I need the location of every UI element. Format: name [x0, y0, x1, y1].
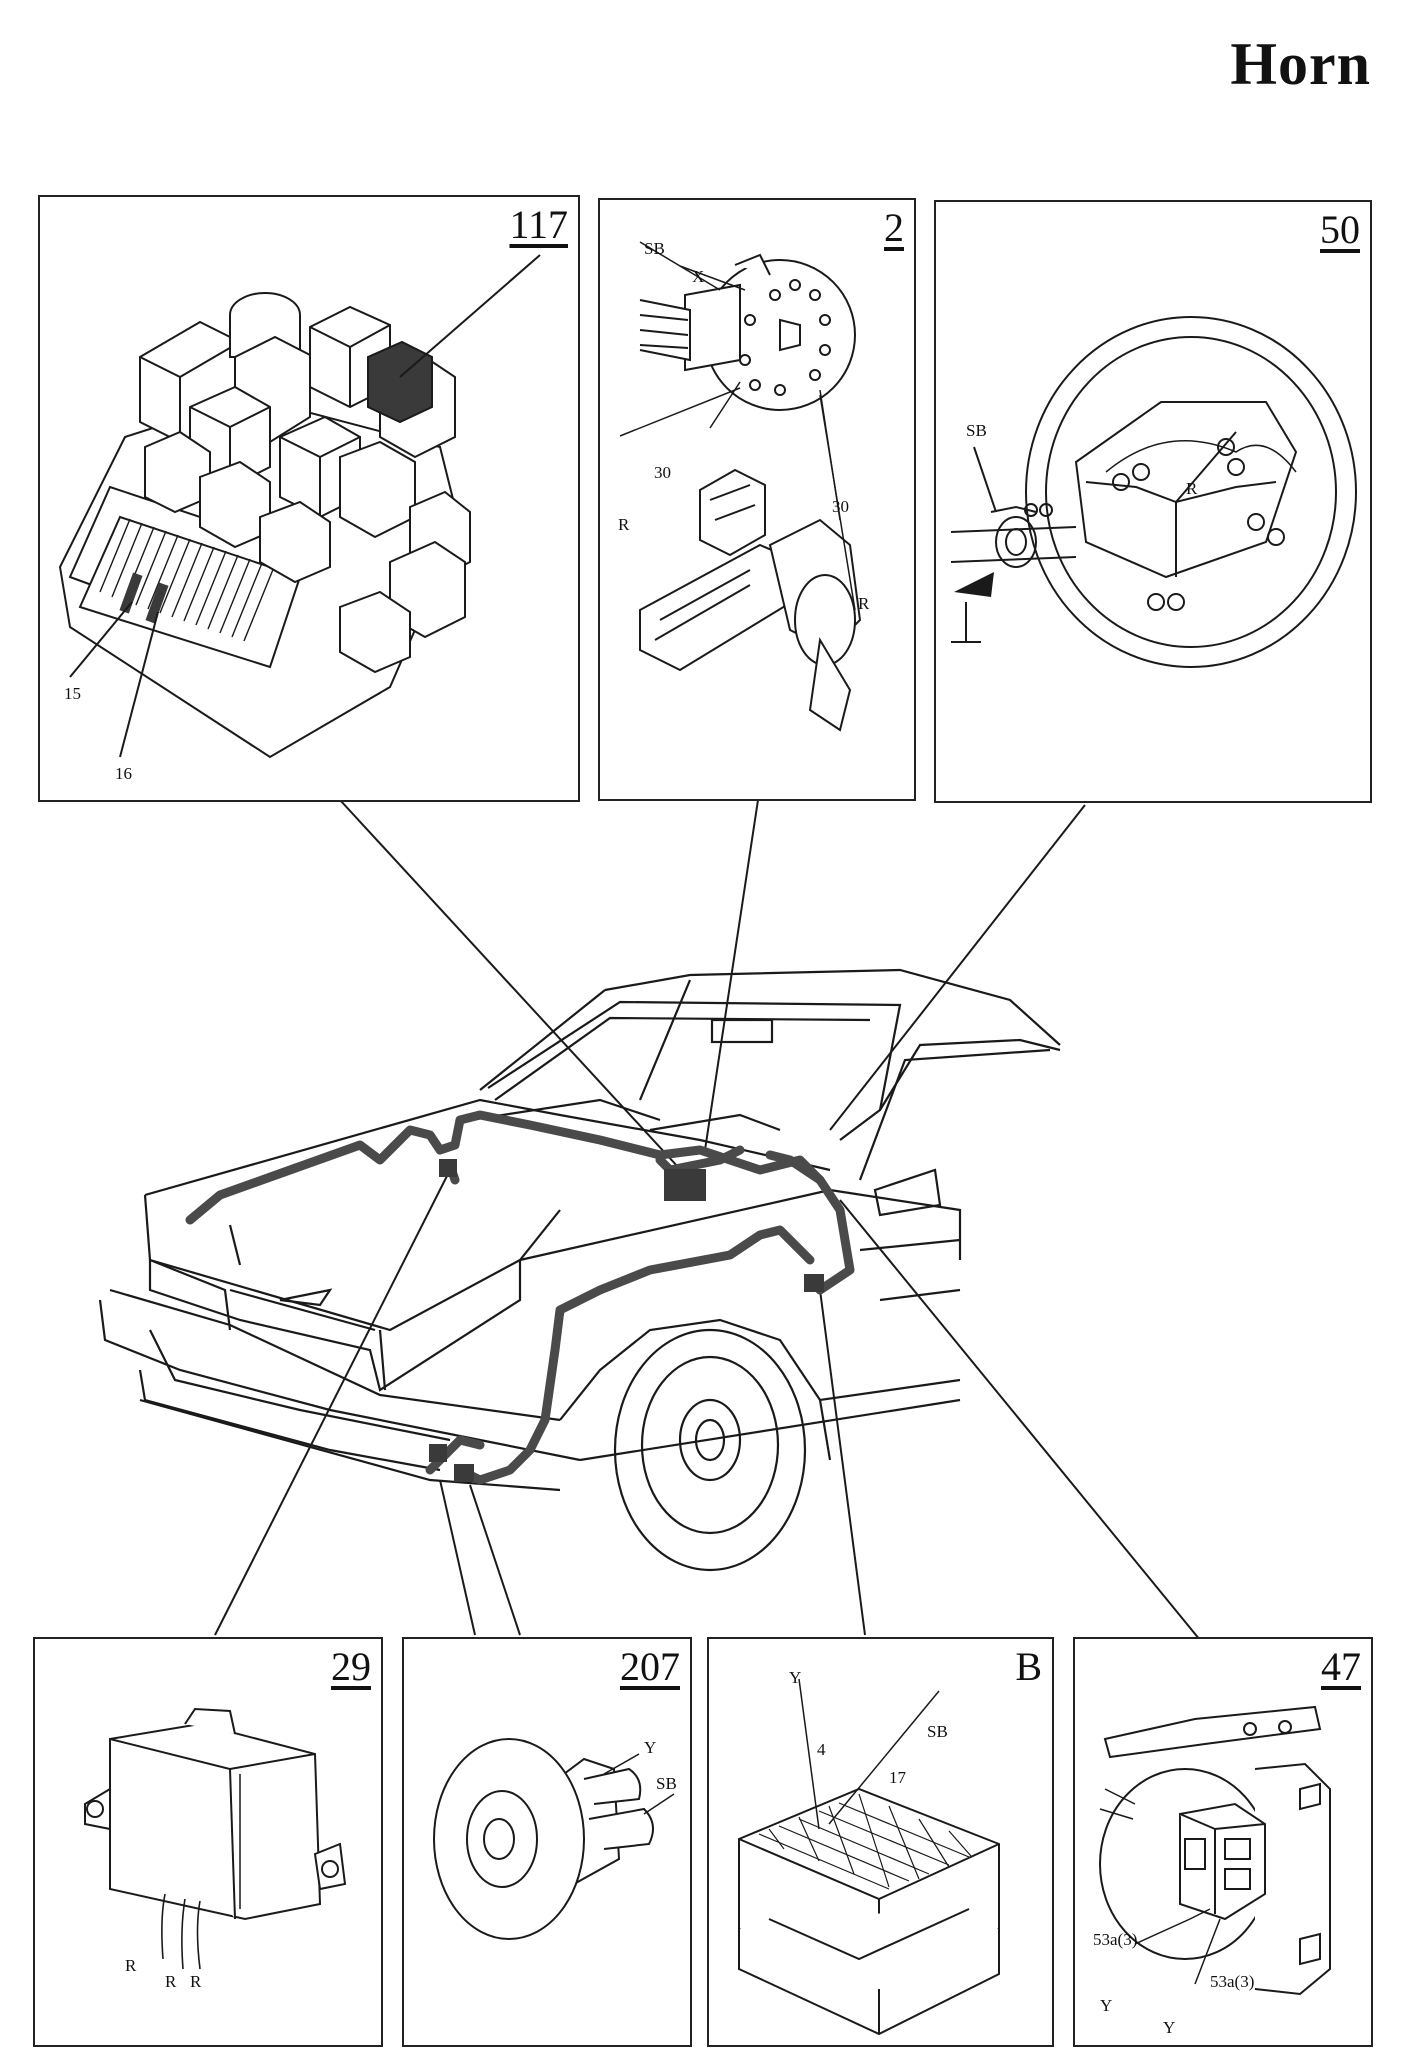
label-x: X — [692, 267, 705, 286]
connector-horn — [454, 1464, 474, 1482]
panel-117: 117 — [38, 195, 580, 802]
highlighted-relay — [367, 340, 433, 424]
label-53a-2: 53a(3) — [1210, 1972, 1255, 1991]
label-r-1: R — [125, 1956, 137, 1975]
horn-drawing — [433, 1738, 675, 1940]
label-30-left: 30 — [654, 463, 671, 482]
fuse-16 — [145, 582, 169, 624]
leader-207a — [439, 1479, 476, 1636]
label-53a-1: 53a(3) — [1093, 1930, 1138, 1949]
panel-B: B — [707, 1637, 1054, 2047]
label-r-right: R — [858, 594, 870, 613]
ground-arrow — [954, 572, 994, 597]
label-17: 17 — [889, 1768, 906, 1787]
leader-29 — [214, 1169, 451, 1636]
combination-switch-drawing — [1099, 1705, 1331, 1996]
relay-location — [664, 1169, 706, 1201]
control-module-drawing — [84, 1707, 347, 1970]
panel-50: 50 SB R — [934, 200, 1372, 803]
label-y: Y — [789, 1668, 802, 1687]
panel-2: 2 — [598, 198, 916, 801]
label-r-3: R — [190, 1972, 202, 1991]
label-fuse-15: 15 — [64, 684, 81, 703]
wiring-harness — [185, 1110, 855, 1485]
panel-47: 47 53a(3) 53a(3) Y Y — [1073, 1637, 1373, 2047]
label-y-1: Y — [1100, 1996, 1113, 2015]
ignition-switch-drawing — [619, 241, 862, 732]
label-sb: SB — [644, 239, 665, 258]
steering-wheel-drawing — [950, 316, 1357, 668]
leader-47 — [839, 1199, 1201, 1641]
connector-side — [804, 1274, 824, 1292]
label-r-left: R — [618, 515, 630, 534]
panel-number: 29 — [331, 1644, 371, 1689]
label-y-2: Y — [1163, 2018, 1176, 2037]
label-r: R — [1186, 479, 1198, 498]
leader-B — [819, 1289, 866, 1636]
relay-box-drawing — [58, 254, 541, 759]
label-sb: SB — [656, 1774, 677, 1793]
page-title: Horn — [1230, 31, 1371, 97]
car-body — [98, 968, 1061, 1572]
label-fuse-16: 16 — [115, 764, 132, 783]
leader-117 — [339, 799, 691, 1181]
panel-number: 207 — [620, 1644, 680, 1689]
connector-front — [439, 1159, 457, 1177]
panel-29: 29 R R R — [33, 1637, 383, 2047]
panel-number: 117 — [509, 202, 568, 247]
leader-50 — [829, 804, 1086, 1131]
panel-207: 207 Y SB — [402, 1637, 692, 2047]
panel-number: 2 — [884, 205, 904, 250]
label-30-right: 30 — [832, 497, 849, 516]
label-sb: SB — [966, 421, 987, 440]
fuse-15 — [119, 572, 143, 614]
label-4: 4 — [817, 1740, 826, 1759]
label-r-2: R — [165, 1972, 177, 1991]
panel-number: B — [1015, 1644, 1042, 1689]
panel-number: 50 — [1320, 207, 1360, 252]
leader-207b — [469, 1484, 521, 1636]
panel-number: 47 — [1321, 1644, 1361, 1689]
label-y: Y — [644, 1738, 657, 1757]
connector-horn-2 — [429, 1444, 447, 1462]
connector-drawing — [738, 1678, 1000, 2036]
label-sb: SB — [927, 1722, 948, 1741]
